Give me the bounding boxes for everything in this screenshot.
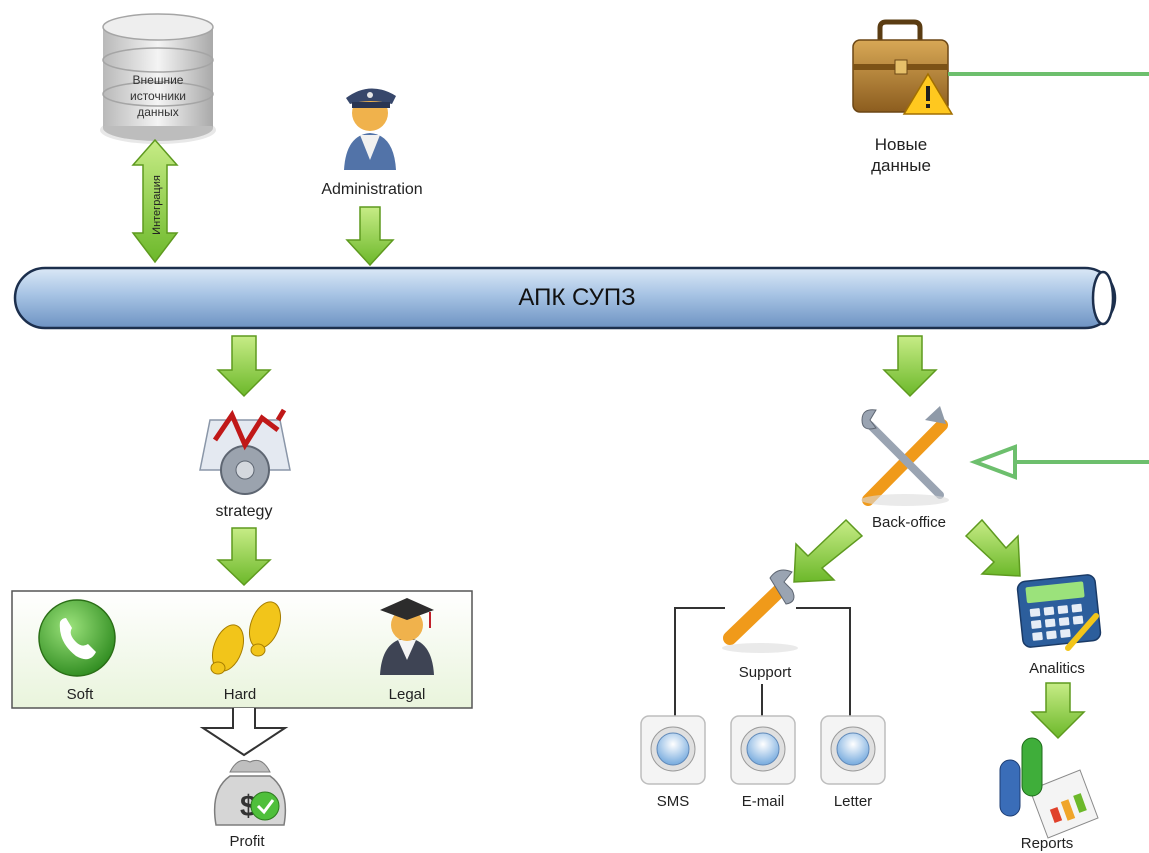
admin-arrow-down [345,206,395,267]
legal-label: Legal [388,686,426,703]
administrator-icon [344,88,396,170]
back-office-to-analitics-arrow [964,518,1021,577]
analitics-label: Analitics [1029,660,1085,677]
integration-double-arrow [131,138,179,264]
wrench-icon [722,569,798,653]
phone-icon [38,599,116,677]
bus-to-back-office-arrow [882,335,938,398]
reports-chart-icon [999,737,1099,839]
back-office-label: Back-office [872,514,946,531]
support-label: Support [738,664,792,681]
administration-label: Administration [321,181,423,198]
graduate-icon [380,598,434,675]
letter-button-icon [820,715,886,785]
analitics-to-reports-arrow [1030,682,1086,740]
profit-label: Profit [229,833,265,850]
strategy-label: strategy [215,503,273,520]
database-icon [100,13,216,144]
email-label: E-mail [741,793,785,810]
strategy-chart-icon [199,408,291,495]
sms-button-icon [640,715,706,785]
integration-label: Интеграция [151,175,163,235]
reports-label: Reports [1020,835,1074,852]
bus-pipe [13,266,1117,330]
strategy-to-collection-arrow [216,527,272,587]
new-data-label: Новые данные [871,135,931,175]
support-tree-connector [674,607,851,716]
calculator-icon [1016,574,1102,651]
briefcase-warning-icon [852,19,954,115]
footprints-icon [210,601,282,675]
tools-icon [861,406,949,506]
soft-label: Soft [66,686,94,703]
collection-to-profit-arrow [199,708,289,757]
hard-label: Hard [223,686,257,703]
letter-label: Letter [833,793,873,810]
money-bag-icon: $ [213,759,287,826]
bus-label: АПК СУПЗ [518,284,636,311]
email-button-icon [730,715,796,785]
bus-to-strategy-arrow [216,335,272,398]
back-office-input-arrowhead [969,444,1017,480]
back-office-to-support-arrow [793,518,864,583]
sms-label: SMS [656,793,690,810]
external-sources-label: Внешние источники данных [129,73,186,119]
